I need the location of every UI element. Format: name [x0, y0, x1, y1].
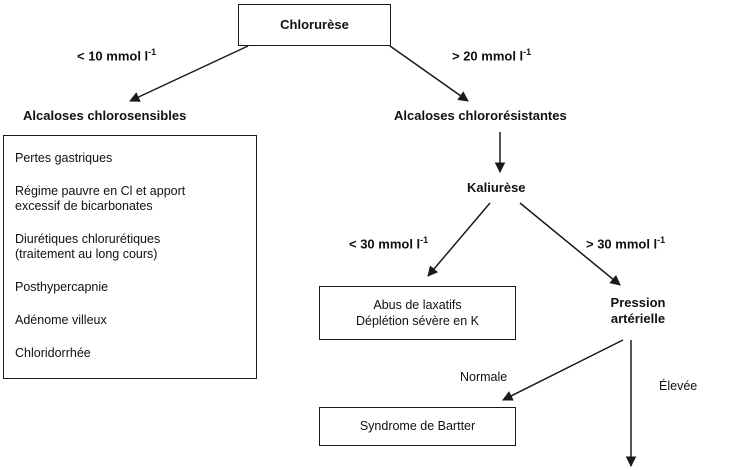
node-chloruresis: Chlorurèse	[238, 4, 391, 46]
node-chlorosensitive-label: Alcaloses chlorosensibles	[23, 108, 187, 123]
cause-gastric: Pertes gastriques	[15, 151, 113, 165]
edge-label-kal-low-text: < 30 mmol l	[349, 236, 421, 252]
edge-label-kal-low-exp: -1	[420, 235, 429, 245]
causes-box: Pertes gastriques Régime pauvre en Cl et…	[3, 135, 257, 379]
edge-label-chlor-low-exp: -1	[148, 47, 157, 57]
node-chlorosensitive: Alcaloses chlorosensibles	[23, 108, 186, 123]
edge-label-chlor-high: > 20 mmol l-1	[452, 47, 531, 63]
edge-label-normal: Normale	[460, 370, 507, 384]
arrow-chloruresis-to-chlororesistant	[389, 45, 469, 102]
arrow-kaliuresis-to-laxatives	[427, 202, 491, 277]
arrow-kaliuresis-to-blood-pressure	[519, 202, 621, 286]
cause-diet-line2: excessif de bicarbonates	[15, 199, 153, 213]
arrow-blood-pressure-to-bartter	[502, 339, 624, 401]
edge-label-elevated-text: Élevée	[659, 379, 698, 393]
node-laxatives-line2: Déplétion sévère en K	[356, 314, 479, 328]
edge-label-chlor-low-text: < 10 mmol l	[77, 48, 149, 64]
node-kaliuresis-label: Kaliurèse	[467, 180, 526, 195]
arrow-chloruresis-to-chlorosensitive	[129, 45, 249, 102]
cause-posthypercapnia: Posthypercapnie	[15, 280, 109, 294]
edge-label-kal-high: > 30 mmol l-1	[586, 235, 665, 251]
cause-chloridorrhea: Chloridorrhée	[15, 346, 91, 360]
edge-label-normal-text: Normale	[460, 370, 508, 384]
node-blood-pressure-line2: artérielle	[610, 311, 666, 326]
edge-label-elevated: Élevée	[659, 379, 697, 393]
edge-label-kal-low: < 30 mmol l-1	[349, 235, 428, 251]
edge-label-chlor-high-text: > 20 mmol l	[452, 48, 524, 64]
cause-diet-line1: Régime pauvre en Cl et apport	[15, 184, 186, 198]
node-chlororesistant-label: Alcaloses chlororésistantes	[394, 108, 567, 123]
cause-adenoma: Adénome villeux	[15, 313, 107, 327]
node-laxatives-line1: Abus de laxatifs	[373, 298, 462, 312]
node-chloruresis-label: Chlorurèse	[280, 17, 349, 32]
edge-label-kal-high-exp: -1	[657, 235, 666, 245]
node-kaliuresis: Kaliurèse	[467, 180, 526, 195]
edge-label-chlor-low: < 10 mmol l-1	[77, 47, 156, 63]
node-chlororesistant: Alcaloses chlororésistantes	[394, 108, 567, 123]
edge-label-chlor-high-exp: -1	[523, 47, 532, 57]
node-laxatives: Abus de laxatifs Déplétion sévère en K	[319, 286, 516, 340]
node-bartter-label: Syndrome de Bartter	[359, 419, 476, 433]
cause-diuretics-line2: (traitement au long cours)	[15, 247, 158, 261]
edge-label-kal-high-text: > 30 mmol l	[586, 236, 658, 252]
node-blood-pressure: Pression artérielle	[590, 295, 686, 327]
node-bartter: Syndrome de Bartter	[319, 407, 516, 446]
node-blood-pressure-line1: Pression	[610, 295, 666, 310]
cause-diuretics-line1: Diurétiques chlorurétiques	[15, 232, 161, 246]
